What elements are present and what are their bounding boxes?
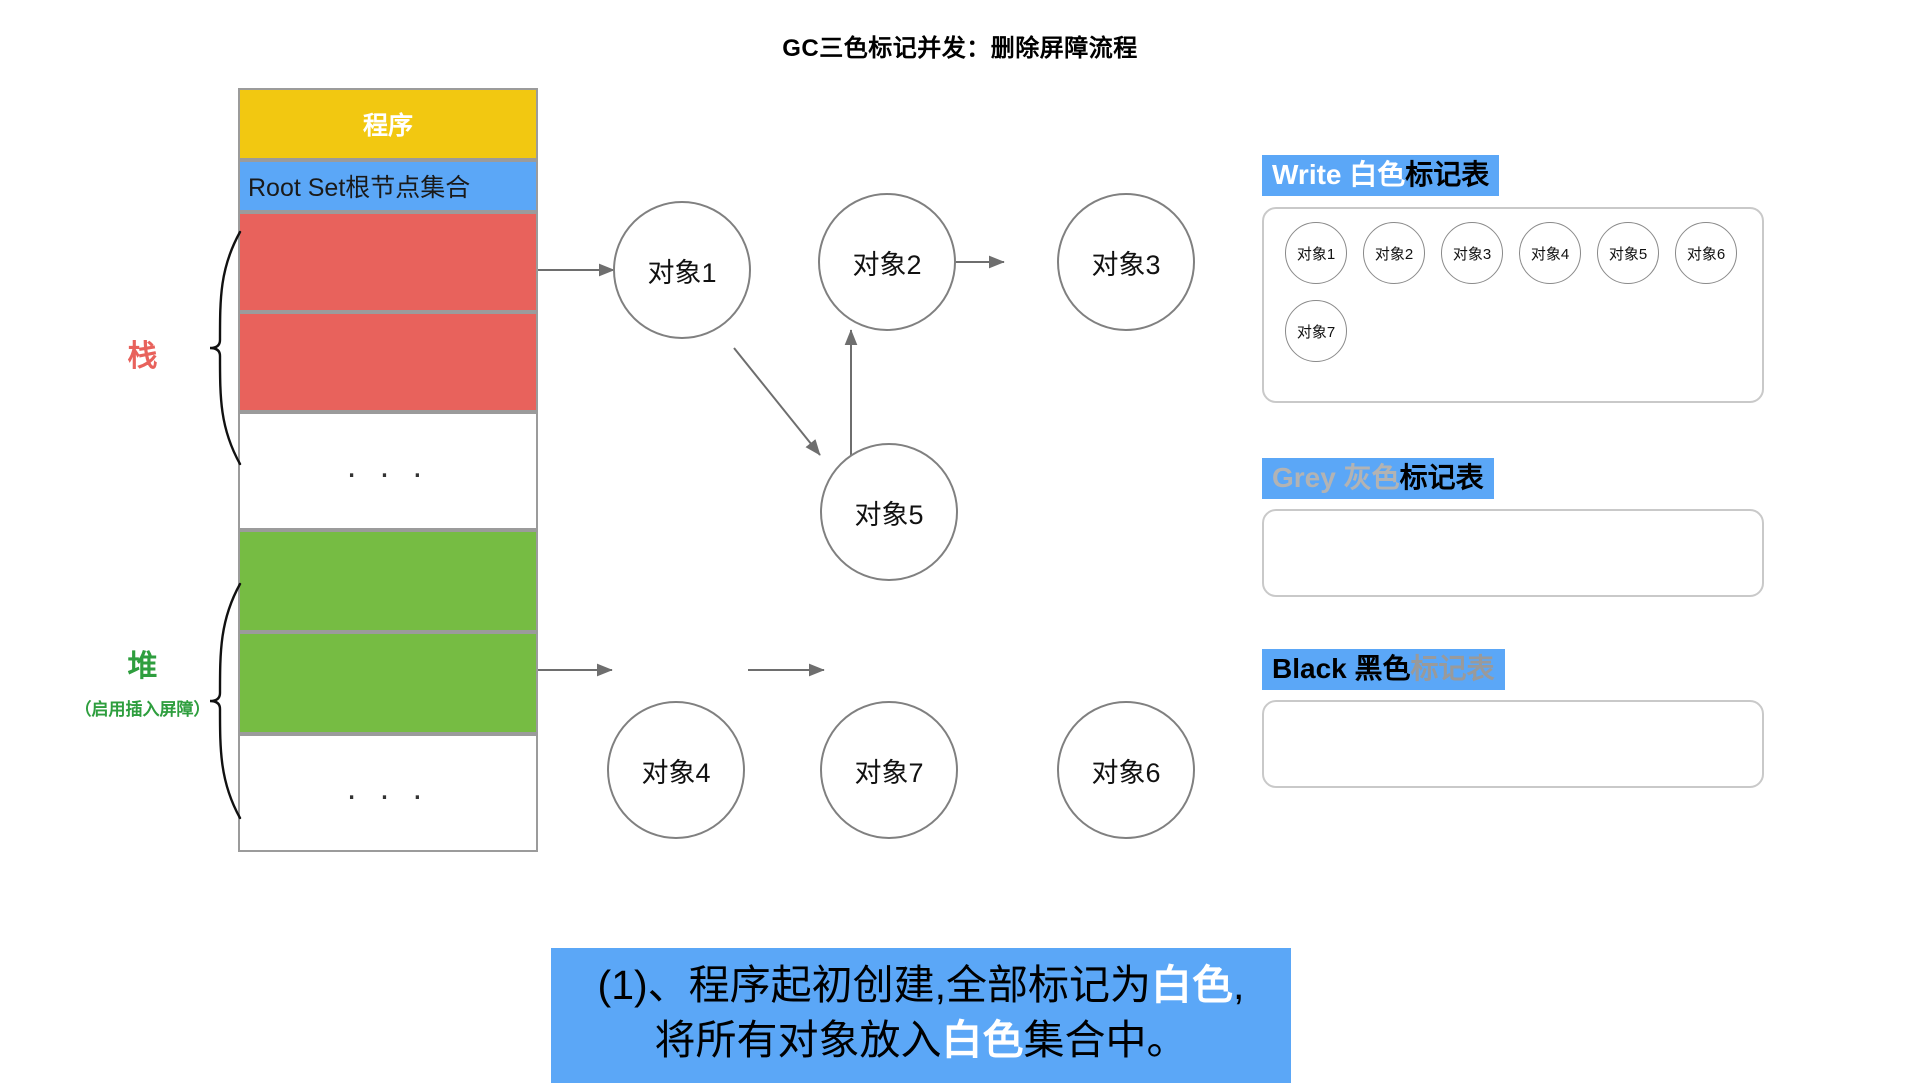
chip-label: 对象6 [1686,245,1726,263]
white-marking-table-header: Write 白色标记表 [1262,155,1500,196]
white-table-head-colored: 白色 [1349,159,1406,190]
page-title: GC三色标记并发：删除屏障流程 [782,35,1138,62]
program-box: 程序 [238,88,538,160]
graph-node-obj1[interactable]: 对象1 [613,201,751,339]
grey-table-head-en: Grey [1272,462,1336,493]
chip-label: 对象7 [1296,323,1336,341]
caption-line2-b: 集合中。 [1023,1017,1188,1064]
stack-label: 栈 [127,340,158,373]
graph-node-obj5[interactable]: 对象5 [820,443,958,581]
heap-sublabel: （启用插入屏障） [74,700,211,719]
white-table-items: 对象1 对象2 对象3 对象4 对象5 对象6 对象7 [1285,222,1745,362]
graph-node-obj3[interactable]: 对象3 [1057,193,1195,331]
caption-line1-b: , [1233,962,1245,1008]
root-set-label: Root Set根节点集合 [248,174,471,202]
graph-node-obj4[interactable]: 对象4 [607,701,745,839]
graph-node-label: 对象3 [1091,249,1161,280]
caption-line2-highlight: 白色 [941,1017,1024,1064]
caption-line1-highlight: 白色 [1151,962,1234,1008]
marked-object-chip[interactable]: 对象5 [1597,222,1659,284]
graph-node-label: 对象5 [854,499,924,530]
caption-line2-a: 将所有对象放入 [654,1017,942,1064]
marked-object-chip[interactable]: 对象3 [1441,222,1503,284]
black-table-head-plain: 标记表 [1410,653,1495,684]
graph-node-label: 对象7 [854,757,924,788]
heap-empty-slot: . . . [238,734,538,852]
heap-brace-icon [209,582,242,820]
stack-slot-2 [238,312,538,412]
chip-label: 对象5 [1608,245,1648,263]
graph-node-obj6[interactable]: 对象6 [1057,701,1195,839]
white-table-head-plain: 标记表 [1405,159,1490,190]
white-table-head-en: Write [1272,159,1342,190]
black-marking-table [1262,700,1764,788]
graph-node-obj7[interactable]: 对象7 [820,701,958,839]
marked-object-chip[interactable]: 对象4 [1519,222,1581,284]
caption-line1-a: (1)、程序起初创建,全部标记为 [597,962,1152,1008]
marked-object-chip[interactable]: 对象2 [1363,222,1425,284]
root-set-box: Root Set根节点集合 [238,160,538,212]
step-caption: (1)、程序起初创建,全部标记为白色, 将所有对象放入白色集合中。 [551,948,1291,1083]
marked-object-chip[interactable]: 对象1 [1285,222,1347,284]
stack-slot-1 [238,212,538,312]
memory-column: 程序 Root Set根节点集合 . . . . . . [238,88,538,852]
program-label: 程序 [362,112,413,140]
chip-label: 对象4 [1530,245,1570,263]
black-marking-table-header: Black 黑色标记表 [1262,649,1505,690]
marked-object-chip[interactable]: 对象7 [1285,300,1347,362]
stack-empty-slot: . . . [238,412,538,530]
black-table-head-en: Black [1272,653,1347,684]
graph-node-label: 对象1 [647,257,717,288]
chip-label: 对象3 [1452,245,1492,263]
graph-node-obj2[interactable]: 对象2 [818,193,956,331]
black-table-head-colored: 黑色 [1354,653,1411,684]
grey-marking-table-header: Grey 灰色标记表 [1262,458,1494,499]
grey-marking-table [1262,509,1764,597]
heap-slot-1 [238,530,538,632]
grey-table-head-colored: 灰色 [1343,462,1400,493]
ellipsis-label-2: . . . [346,769,430,807]
heap-label: 堆 [127,650,158,683]
ellipsis-label: . . . [346,447,430,485]
graph-node-label: 对象2 [852,249,922,280]
heap-slot-2 [238,632,538,734]
marked-object-chip[interactable]: 对象6 [1675,222,1737,284]
grey-table-head-plain: 标记表 [1399,462,1484,493]
stack-brace-icon [209,230,242,466]
chip-label: 对象2 [1374,245,1414,263]
graph-node-label: 对象4 [641,757,711,788]
chip-label: 对象1 [1296,245,1336,263]
graph-node-label: 对象6 [1091,757,1161,788]
